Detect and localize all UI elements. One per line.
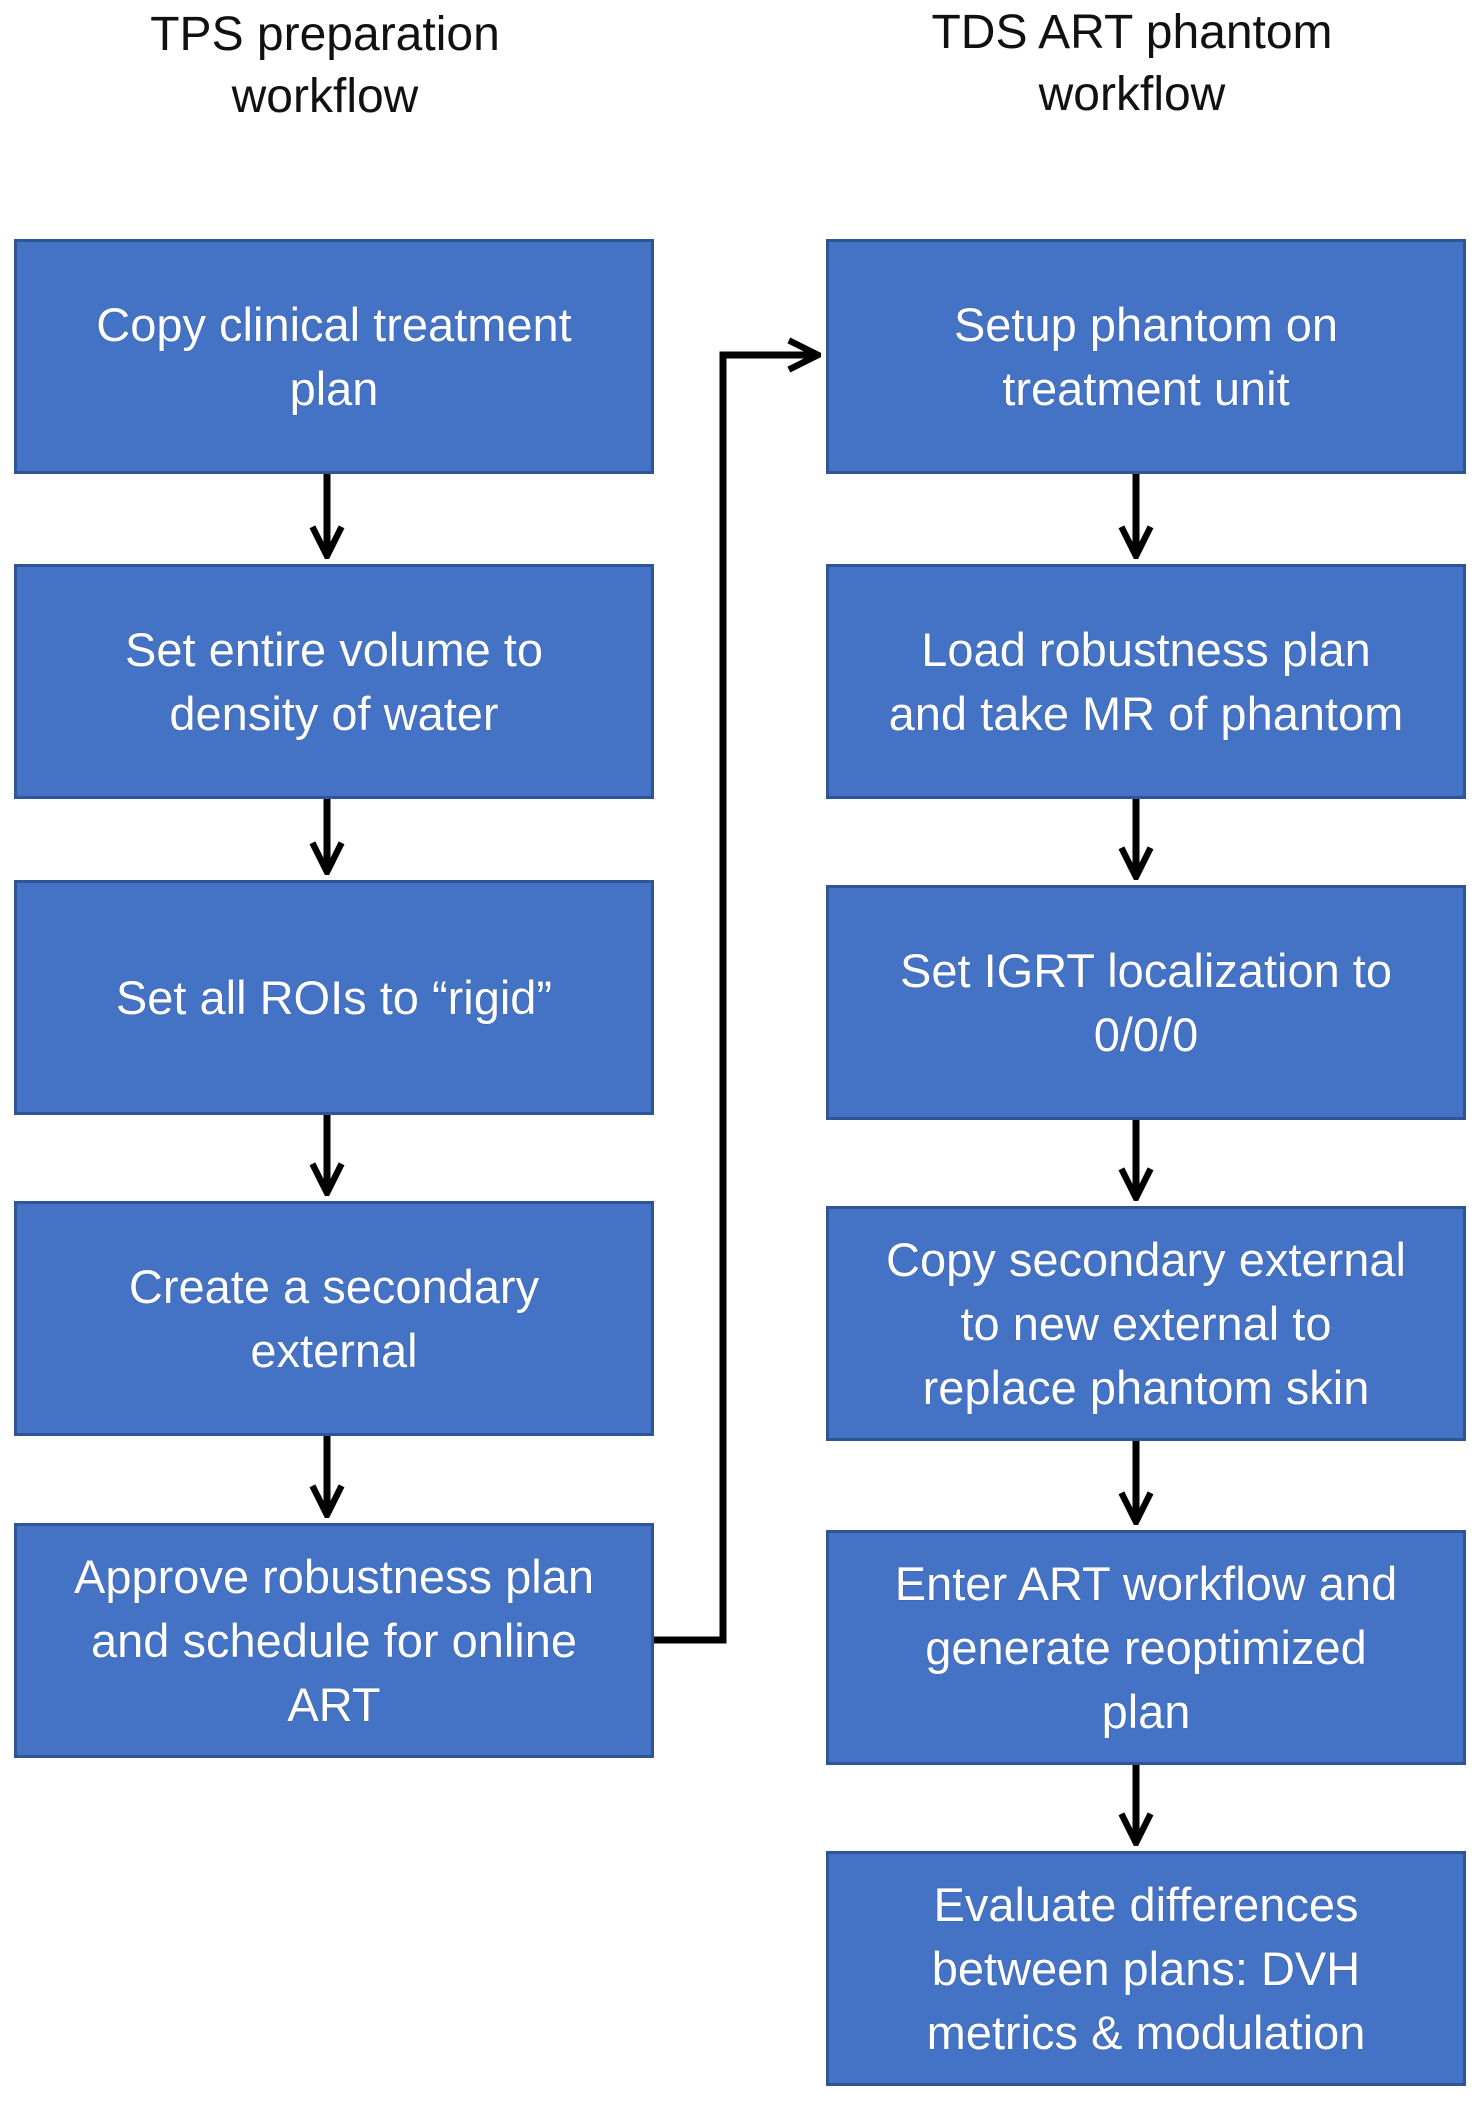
step-approve-robustness-plan: Approve robustness plan and schedule for… [14, 1523, 654, 1758]
step-label: Set IGRT localization to 0/0/0 [899, 943, 1392, 1061]
step-set-rois-rigid: Set all ROIs to “rigid” [14, 880, 654, 1115]
step-label: Copy secondary external to new external … [886, 1232, 1406, 1414]
step-label: Load robustness plan and take MR of phan… [888, 622, 1404, 740]
step-create-secondary-external: Create a secondary external [14, 1201, 654, 1436]
step-setup-phantom: Setup phantom on treatment unit [826, 239, 1466, 474]
arrow-cross-to-right [654, 355, 818, 1644]
step-set-water-density: Set entire volume to density of water [14, 564, 654, 799]
step-copy-secondary-external: Copy secondary external to new external … [826, 1206, 1466, 1441]
left-column-title: TPS preparation workflow [150, 8, 500, 123]
step-enter-art-workflow: Enter ART workflow and generate reoptimi… [826, 1530, 1466, 1765]
step-label: Set all ROIs to “rigid” [115, 970, 553, 1024]
step-evaluate-differences: Evaluate differences between plans: DVH … [826, 1851, 1466, 2086]
step-load-robustness-plan: Load robustness plan and take MR of phan… [826, 564, 1466, 799]
step-copy-clinical-plan: Copy clinical treatment plan [14, 239, 654, 474]
step-label: Approve robustness plan and schedule for… [74, 1549, 594, 1731]
step-label: Setup phantom on treatment unit [953, 297, 1339, 415]
step-label: Enter ART workflow and generate reoptimi… [894, 1556, 1398, 1738]
step-label: Evaluate differences between plans: DVH … [926, 1877, 1366, 2059]
step-label: Set entire volume to density of water [125, 622, 543, 740]
step-label: Create a secondary external [128, 1259, 540, 1377]
step-set-igrt-localization: Set IGRT localization to 0/0/0 [826, 885, 1466, 1120]
step-label: Copy clinical treatment plan [96, 297, 572, 415]
right-column-title: TDS ART phantom workflow [931, 6, 1333, 121]
